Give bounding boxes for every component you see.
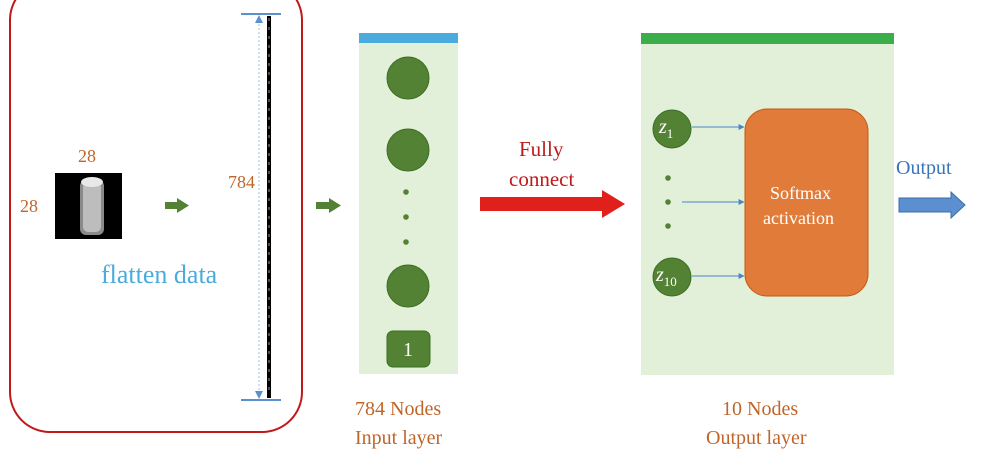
image-width-label: 28 — [78, 146, 96, 166]
ellipsis-dot — [403, 189, 409, 195]
input-layer-top-bar — [359, 33, 458, 43]
output-layer-top-bar — [641, 33, 894, 44]
input-nodes-label: 784 Nodes — [355, 398, 442, 420]
input-node — [386, 56, 430, 100]
ellipsis-dot — [665, 223, 671, 229]
output-node-z10 — [652, 257, 692, 297]
softmax-box — [744, 108, 869, 297]
digit-image — [55, 173, 122, 239]
input-node — [386, 264, 430, 308]
input-layer-label: Input layer — [355, 427, 443, 449]
z10-subscript: 10 — [663, 274, 677, 289]
z1-subscript: 1 — [666, 126, 674, 141]
z10-base: z — [656, 264, 664, 286]
bias-node — [386, 330, 431, 368]
softmax-label-1: Softmax — [770, 183, 831, 203]
output-arrow — [898, 190, 966, 220]
output-nodes-label: 10 Nodes — [722, 398, 799, 420]
z10-label: z10 — [656, 265, 677, 288]
ellipsis-dot — [665, 175, 671, 181]
flatten-data-label: flatten data — [101, 260, 218, 289]
fully-connect-label-1: Fully — [519, 137, 564, 161]
input-node — [386, 128, 430, 172]
vector-length-label: 784 — [228, 172, 255, 192]
fully-connect-arrow — [480, 190, 625, 218]
output-label: Output — [896, 157, 952, 179]
green-arrow-icon — [165, 198, 189, 213]
ellipsis-dot — [403, 239, 409, 245]
ellipsis-dot — [403, 214, 409, 220]
output-layer-label: Output layer — [706, 427, 807, 449]
image-height-label: 28 — [20, 196, 38, 216]
softmax-label-2: activation — [763, 208, 834, 228]
z1-label: z1 — [659, 117, 673, 140]
z1-base: z — [659, 116, 667, 138]
output-node-z1 — [652, 109, 692, 149]
ellipsis-dot — [665, 199, 671, 205]
fully-connect-label-2: connect — [509, 167, 575, 191]
flatten-frame — [9, 0, 303, 433]
flatten-vector-bar — [241, 13, 281, 401]
green-arrow-icon — [316, 198, 341, 213]
bias-node-label: 1 — [403, 339, 413, 361]
